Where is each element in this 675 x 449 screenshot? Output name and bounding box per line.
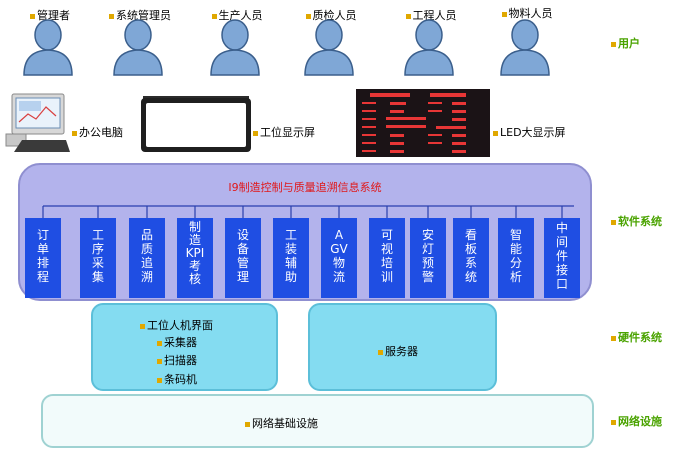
module-visual-training[interactable]: 可视培训 <box>369 218 405 298</box>
module-equipment-management[interactable]: 设备管理 <box>225 218 261 298</box>
user-manager: 管理者 <box>10 0 90 80</box>
bullet-icon <box>157 358 162 364</box>
hardware-item: 采集器 <box>157 334 197 350</box>
hardware-station-panel <box>91 303 278 391</box>
side-label-hardware: 硬件系统 <box>611 329 662 345</box>
bullet-icon <box>378 349 383 355</box>
user-label: 管理者 <box>37 9 70 22</box>
user-label: 系统管理员 <box>116 9 171 22</box>
system-title: I9制造控制与质量追溯信息系统 <box>228 181 382 194</box>
bullet-icon <box>157 377 162 383</box>
bullet-icon <box>140 323 145 329</box>
hardware-item-server: 服务器 <box>378 343 418 359</box>
bullet-icon <box>30 13 35 19</box>
hardware-item: 扫描器 <box>157 352 197 368</box>
side-label-software: 软件系统 <box>611 213 662 229</box>
user-materials: 物料人员 <box>487 0 567 80</box>
network-label: 网络基础设施 <box>245 415 318 431</box>
bullet-icon <box>405 13 411 19</box>
hardware-item: 条码机 <box>157 371 197 387</box>
module-order-scheduling[interactable]: 订单排程 <box>25 218 61 298</box>
user-production: 生产人员 <box>197 0 277 80</box>
module-andon-alert[interactable]: 安灯预警 <box>410 218 446 298</box>
module-process-collection[interactable]: 工序采集 <box>80 218 116 298</box>
bullet-icon <box>611 41 616 47</box>
device-label-pc: 办公电脑 <box>72 124 123 140</box>
person-icon <box>210 19 260 76</box>
user-quality: 质检人员 <box>291 0 371 80</box>
module-smart-analysis[interactable]: 智能分析 <box>498 218 534 298</box>
bullet-icon <box>211 13 217 19</box>
bullet-icon <box>109 13 114 19</box>
user-engineering: 工程人员 <box>391 0 471 80</box>
hardware-server-panel <box>308 303 497 391</box>
network-infrastructure-panel <box>41 394 594 448</box>
bullet-icon <box>305 13 311 19</box>
bullet-icon <box>501 11 507 17</box>
bullet-icon <box>72 130 77 136</box>
person-icon <box>500 19 550 76</box>
module-tooling-assist[interactable]: 工装辅助 <box>273 218 309 298</box>
user-label: 质检人员 <box>312 9 357 22</box>
bullet-icon <box>245 421 250 427</box>
user-system-admin: 系统管理员 <box>100 0 180 80</box>
bullet-icon <box>157 340 162 346</box>
bullet-icon <box>493 130 498 136</box>
led-display-icon <box>356 89 490 157</box>
module-quality-tracing[interactable]: 品质追溯 <box>129 218 165 298</box>
bullet-icon <box>611 219 616 225</box>
bullet-icon <box>611 419 616 425</box>
desktop-computer-icon <box>5 93 70 152</box>
user-label: 生产人员 <box>218 9 263 22</box>
user-label: 物料人员 <box>508 7 553 20</box>
side-label-users: 用户 <box>611 35 640 51</box>
display-screen-icon <box>141 96 251 152</box>
person-icon <box>404 19 454 76</box>
device-label-led-screen: LED大显示屏 <box>493 124 566 140</box>
side-label-network: 网络设施 <box>611 413 662 429</box>
person-icon <box>113 19 163 76</box>
module-kanban-system[interactable]: 看板系统 <box>453 218 489 298</box>
module-middleware-interface[interactable]: 中间件接口 <box>544 218 580 298</box>
person-icon <box>304 19 354 76</box>
bullet-icon <box>253 130 258 136</box>
hardware-item: 工位人机界面 <box>140 317 213 333</box>
device-label-station-screen: 工位显示屏 <box>253 124 315 140</box>
person-icon <box>23 19 73 76</box>
user-label: 工程人员 <box>412 9 457 22</box>
bullet-icon <box>611 335 616 341</box>
